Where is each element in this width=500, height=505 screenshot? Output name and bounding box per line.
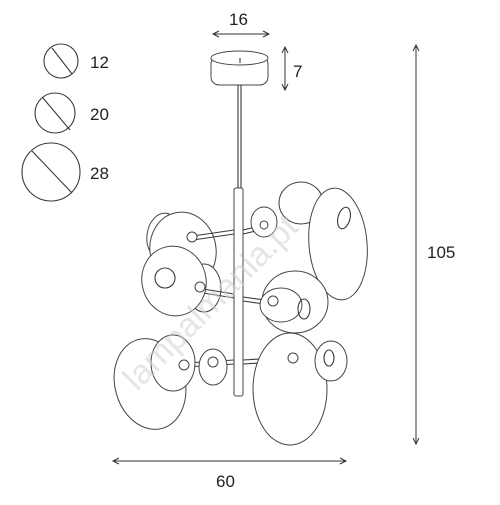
canopy-width-dimension: 16: [211, 10, 271, 38]
glass-disc: [259, 287, 311, 323]
canopy-height-dimension: 7: [281, 45, 302, 92]
glass-disc: [150, 334, 196, 392]
central-column: [233, 187, 244, 397]
total-height-dimension: 105: [412, 43, 455, 446]
glass-disc: [141, 231, 207, 317]
glass-disc: [250, 206, 278, 238]
total-height-label: 105: [427, 243, 455, 262]
total-width-dimension: 60: [111, 457, 348, 491]
total-width-label: 60: [216, 472, 235, 491]
pendant-lamp-drawing: [113, 50, 368, 446]
canopy-width-label: 16: [229, 10, 248, 29]
legend-label-28: 28: [90, 164, 109, 183]
circle-20-icon: [34, 92, 76, 134]
glass-disc: [308, 187, 368, 301]
canopy-height-label: 7: [293, 62, 302, 81]
glass-disc: [252, 332, 328, 446]
glass-disc: [198, 348, 228, 386]
circle-28-icon: [21, 142, 81, 202]
canopy: [210, 50, 269, 86]
circle-12-icon: [43, 43, 79, 79]
legend-label-12: 12: [90, 53, 109, 72]
glass-disc: [314, 340, 348, 382]
size-legend: 12 20 28: [21, 43, 109, 202]
legend-label-20: 20: [90, 105, 109, 124]
